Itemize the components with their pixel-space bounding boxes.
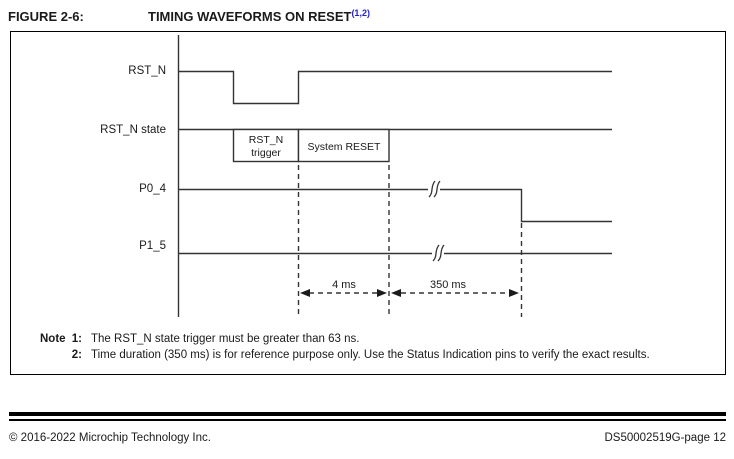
state-box-label-line2: trigger <box>251 147 281 159</box>
note-spacer <box>40 347 68 363</box>
note-row-2: 2: Time duration (350 ms) is for referen… <box>40 347 650 363</box>
timing-label-4ms: 4 ms <box>332 279 356 291</box>
figure-header: FIGURE 2-6: TIMING WAVEFORMS ON RESET(1,2… <box>8 8 370 24</box>
footer-rule-thick <box>9 412 726 416</box>
state-box-rst-n-trigger <box>232 128 300 163</box>
state-box-label-system-reset: System RESET <box>308 141 382 153</box>
timing-arrow-4ms <box>300 289 387 297</box>
figure-notes: Note 1: The RST_N state trigger must be … <box>40 331 650 363</box>
figure-box <box>10 31 726 375</box>
arrowhead-left-icon <box>300 289 310 297</box>
waveform-p0-4 <box>178 188 612 223</box>
note-2-number: 2: <box>71 349 82 361</box>
note-heading: Note <box>40 333 66 345</box>
figure-title-superscript: (1,2) <box>351 8 370 18</box>
note-2-text: Time duration (350 ms) is for reference … <box>91 349 650 361</box>
line-break-icon <box>432 244 445 262</box>
line-break-icon <box>428 180 441 198</box>
break-stroke <box>437 244 445 262</box>
break-stroke <box>433 180 441 198</box>
footer-doc-page: DS50002519G-page 12 <box>604 432 727 444</box>
state-box-label-line1: RST_N <box>249 134 283 146</box>
break-stroke <box>432 244 440 262</box>
timing-arrow-350ms <box>391 289 519 297</box>
timing-diagram: RST_N RST_N state P0_4 P1_5 RST_N trigge… <box>100 35 612 317</box>
timing-label-350ms: 350 ms <box>430 279 467 291</box>
arrowhead-left-icon <box>391 289 401 297</box>
footer-rule-thin <box>9 419 726 421</box>
signal-label-rst-n-state: RST_N state <box>100 124 166 136</box>
state-box-system-reset <box>297 128 390 163</box>
figure-title: TIMING WAVEFORMS ON RESET <box>148 9 352 24</box>
arrowhead-right-icon <box>509 289 519 297</box>
signal-label-p0-4: P0_4 <box>139 183 166 195</box>
arrowhead-right-icon <box>377 289 387 297</box>
figure-label: FIGURE 2-6: <box>8 9 84 24</box>
footer-copyright: © 2016-2022 Microchip Technology Inc. <box>9 432 211 444</box>
signal-label-rst-n: RST_N <box>128 65 166 77</box>
note-1-text: The RST_N state trigger must be greater … <box>91 333 360 345</box>
note-row-1: Note 1: The RST_N state trigger must be … <box>40 331 650 347</box>
waveform-rst-n <box>178 70 612 105</box>
page-footer: © 2016-2022 Microchip Technology Inc. DS… <box>9 432 726 444</box>
break-stroke <box>428 180 436 198</box>
signal-label-p1-5: P1_5 <box>139 240 166 252</box>
note-1-number: 1: <box>71 333 82 345</box>
